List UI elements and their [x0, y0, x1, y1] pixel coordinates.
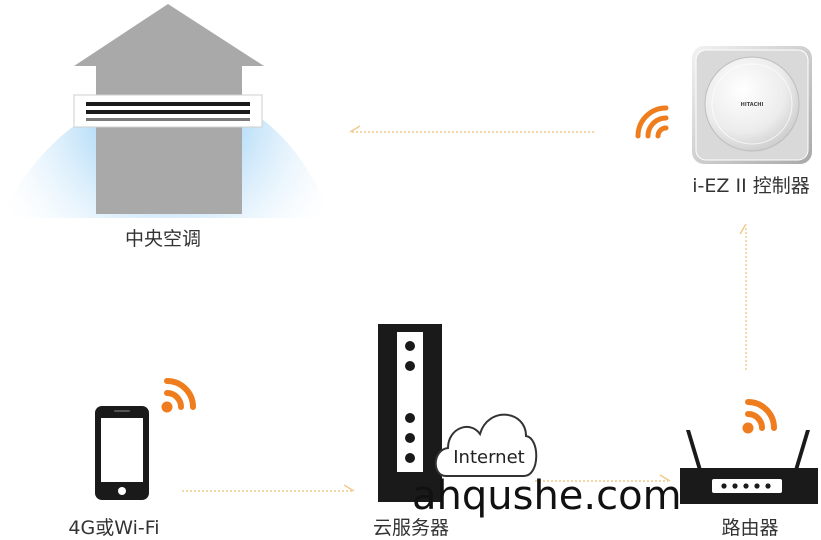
- label-phone: 4G或Wi-Fi: [68, 517, 159, 539]
- flow-phone-to-server: [182, 484, 355, 492]
- label-controller: i-EZ II 控制器: [692, 175, 809, 197]
- router-antenna-left: [686, 430, 702, 470]
- phone-icon: [95, 406, 149, 500]
- server-icon: [378, 324, 442, 502]
- phone-screen: [101, 418, 143, 482]
- phone-wifi-icon: [161, 378, 196, 413]
- flow-router-to-controller: [739, 223, 747, 370]
- router-icon: [680, 430, 818, 504]
- label-router: 路由器: [721, 517, 778, 539]
- controller-brand: HITACHI: [741, 102, 764, 108]
- controller-wifi-icon: [635, 105, 669, 139]
- label-central-ac: 中央空调: [125, 228, 201, 250]
- label-server: 云服务器: [373, 517, 449, 539]
- router-antenna-right: [794, 430, 810, 470]
- cloud-shape: [434, 413, 538, 477]
- controller-icon: HITACHI: [692, 46, 812, 164]
- flow-controller-to-ac: [349, 125, 594, 133]
- router-wifi-icon: [742, 399, 777, 434]
- flow-server-to-router: [535, 474, 671, 482]
- controller-disc: [704, 56, 800, 152]
- cloud-label: Internet: [453, 447, 524, 468]
- watermark-text: ahqushe.com: [412, 473, 682, 519]
- central-ac-icon: [0, 4, 332, 218]
- internet-cloud-icon: Internet: [434, 413, 538, 477]
